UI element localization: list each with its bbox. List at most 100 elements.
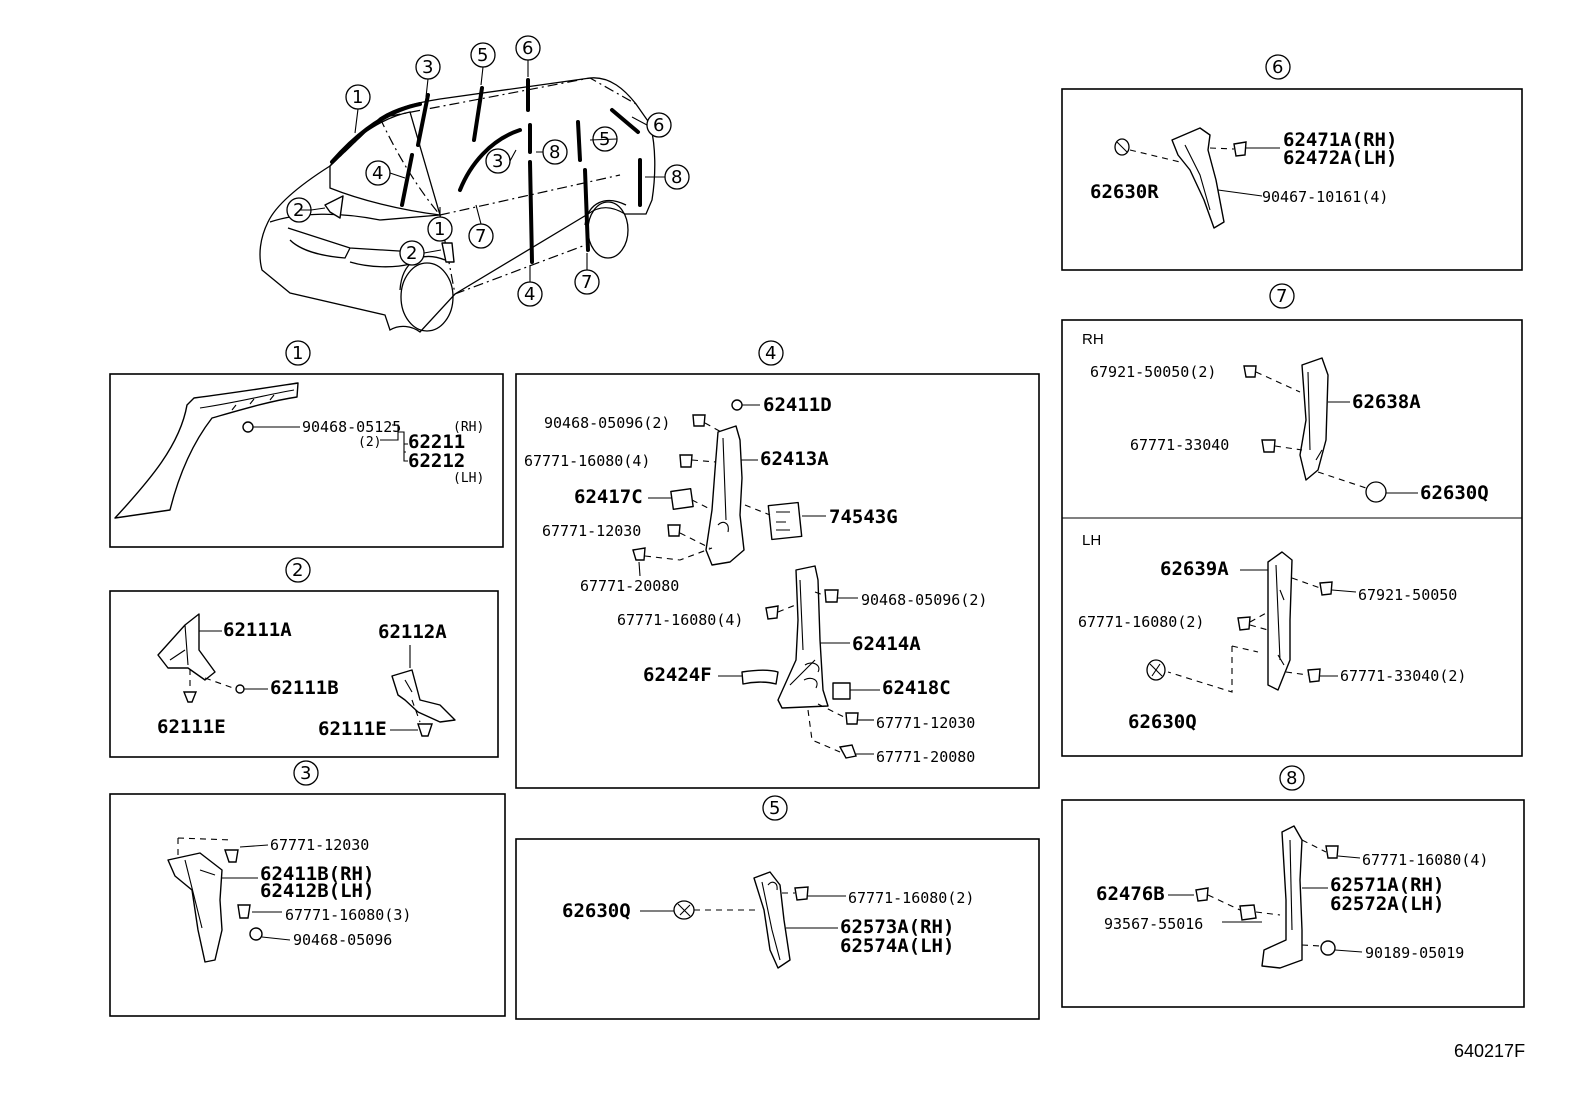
part-number: 62411D bbox=[763, 394, 832, 416]
section-marker: 5 bbox=[769, 798, 780, 819]
section-frame bbox=[515, 838, 1040, 1020]
section-marker: 3 bbox=[300, 763, 311, 784]
part-number: 90468-05096 bbox=[293, 931, 392, 949]
section-marker: 4 bbox=[765, 343, 776, 364]
overview-callouts: 1 2 3 4 5 6 7 8 1 2 3 4 5 6 7 8 bbox=[286, 35, 690, 307]
part-number: 90189-05019 bbox=[1365, 944, 1464, 962]
part-number: 67771-12030 bbox=[876, 714, 975, 732]
part-number: 62211 bbox=[408, 431, 465, 453]
figure-id: 640217F bbox=[1454, 1041, 1525, 1061]
part-number: 67771-16080(4) bbox=[617, 611, 743, 629]
section-2: 2 62111A 62111E 62111B 62112A 62111E bbox=[109, 557, 499, 758]
part-number: 93567-55016 bbox=[1104, 915, 1203, 933]
section-frame bbox=[1061, 319, 1523, 757]
part-number: 62111E bbox=[157, 716, 226, 738]
part-number: 62111A bbox=[223, 619, 292, 641]
part-number: 62630Q bbox=[1420, 482, 1489, 504]
part-number: 62412B(LH) bbox=[260, 880, 374, 902]
section-marker: 8 bbox=[1286, 768, 1297, 789]
section-marker: 7 bbox=[1276, 286, 1287, 307]
part-number: 67771-16080(4) bbox=[1362, 851, 1488, 869]
section-6: 6 62630R 62471A(RH) 62472A(LH) 90467-101… bbox=[1061, 54, 1523, 271]
overview-callout: 8 bbox=[671, 167, 682, 188]
part-number: 67771-16080(3) bbox=[285, 906, 411, 924]
scuff-62424f bbox=[741, 669, 779, 685]
side-tag: (RH) bbox=[453, 420, 484, 435]
section-frame bbox=[109, 373, 504, 548]
section-frame bbox=[515, 373, 1040, 789]
part-number: 62111B bbox=[270, 677, 339, 699]
roof-side-garnish bbox=[1171, 127, 1225, 229]
part-number: 67771-12030 bbox=[542, 522, 641, 540]
section-frame bbox=[109, 793, 506, 1017]
part-number: 67771-33040(2) bbox=[1340, 667, 1466, 685]
part-number: 62418C bbox=[882, 677, 951, 699]
section-8: 8 67771-16080(4) 62476B 62571A(RH) 62572… bbox=[1061, 765, 1525, 1008]
part-number: 62639A bbox=[1160, 558, 1229, 580]
part-number: 67771-20080 bbox=[876, 748, 975, 766]
pad-62418c bbox=[832, 682, 851, 700]
part-number: 62112A bbox=[378, 621, 447, 643]
part-number: 67771-16080(4) bbox=[524, 452, 650, 470]
part-number: 90468-05125 bbox=[302, 418, 401, 436]
part-number: 62630Q bbox=[1128, 711, 1197, 733]
part-number: 62413A bbox=[760, 448, 829, 470]
part-number: 62571A(RH) bbox=[1330, 874, 1444, 896]
section-marker: 6 bbox=[1272, 57, 1283, 78]
part-number: 62414A bbox=[852, 633, 921, 655]
part-number: 67921-50050 bbox=[1358, 586, 1457, 604]
section-5: 5 62630Q 67771-16080(2) 62573A(RH) 62574… bbox=[515, 795, 1040, 1020]
part-number: 62111E bbox=[318, 718, 387, 740]
overview-callout: 7 bbox=[581, 272, 592, 293]
part-number: 90468-05096(2) bbox=[544, 414, 670, 432]
a-pillar-garnish bbox=[114, 382, 299, 519]
part-number: 67771-33040 bbox=[1130, 436, 1229, 454]
center-pillar-lower bbox=[777, 565, 829, 709]
overview-callout: 6 bbox=[653, 115, 664, 136]
part-number: 62572A(LH) bbox=[1330, 893, 1444, 915]
section-7: 7 RH LH 67921-50050(2) 62638A 67771-3304… bbox=[1061, 283, 1523, 757]
part-qty: (2) bbox=[358, 435, 381, 450]
section-frame bbox=[1061, 88, 1523, 271]
section-frame bbox=[1061, 799, 1525, 1008]
part-number: 62638A bbox=[1352, 391, 1421, 413]
overview-callout: 5 bbox=[477, 45, 488, 66]
part-number: 74543G bbox=[829, 506, 898, 528]
fender-garnish-b bbox=[391, 669, 456, 723]
vehicle-overview bbox=[259, 77, 656, 333]
part-number: 62472A(LH) bbox=[1283, 147, 1397, 169]
overview-callout: 6 bbox=[522, 38, 533, 59]
side-tag: (LH) bbox=[453, 471, 484, 486]
back-door-garnish-lh bbox=[1267, 551, 1293, 691]
part-number: 62424F bbox=[643, 664, 712, 686]
rear-pillar-garnish bbox=[1261, 825, 1303, 969]
overview-callout: 4 bbox=[372, 163, 383, 184]
part-number: 67771-20080 bbox=[580, 577, 679, 595]
section-4: 4 62411D 90468-05096(2) 62413A 67771-160… bbox=[515, 340, 1040, 789]
part-number: 62630R bbox=[1090, 181, 1159, 203]
section-3: 3 67771-12030 62411B(RH) 62412B(LH) 6777… bbox=[109, 760, 506, 1017]
pillar-garnish-3 bbox=[167, 852, 223, 963]
overview-callout: 3 bbox=[422, 57, 433, 78]
overview-callout: 4 bbox=[524, 284, 535, 305]
part-number: 62471A(RH) bbox=[1283, 129, 1397, 151]
section-marker: 1 bbox=[292, 343, 303, 364]
part-number: 67921-50050(2) bbox=[1090, 363, 1216, 381]
overview-callout: 2 bbox=[406, 243, 417, 264]
part-number: 62417C bbox=[574, 486, 643, 508]
back-door-garnish-rh bbox=[1299, 357, 1329, 481]
section-1: 1 90468-05125 (2) 62211 62212 (RH) (LH) bbox=[109, 340, 504, 548]
part-number: 62411B(RH) bbox=[260, 863, 374, 885]
overview-callout: 1 bbox=[434, 219, 445, 240]
part-number: 62630Q bbox=[562, 900, 631, 922]
section-marker: 2 bbox=[292, 560, 303, 581]
part-number: 62476B bbox=[1096, 883, 1165, 905]
part-number: 67771-12030 bbox=[270, 836, 369, 854]
part-number: 62212 bbox=[408, 450, 465, 472]
part-number: 62573A(RH) bbox=[840, 916, 954, 938]
plate-74543g bbox=[767, 501, 803, 541]
overview-callout: 7 bbox=[475, 226, 486, 247]
part-number: 90467-10161(4) bbox=[1262, 188, 1388, 206]
part-number: 67771-16080(2) bbox=[848, 889, 974, 907]
